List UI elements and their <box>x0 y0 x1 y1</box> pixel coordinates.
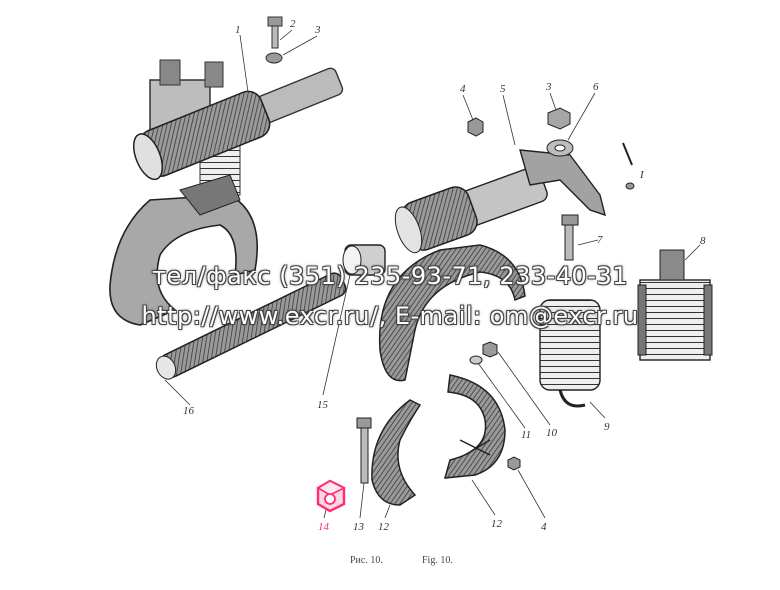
part-3-nut <box>547 107 571 130</box>
label-14: 14 <box>318 521 330 533</box>
label-12-right: 12 <box>491 518 503 530</box>
part-labels: 1 2 3 4 5 3 6 I 7 8 9 10 11 12 4 12 13 1… <box>183 18 706 533</box>
caption-ru: Рис. 10. <box>350 555 383 566</box>
label-4-top: 4 <box>460 83 466 95</box>
part-16-rod <box>155 272 347 380</box>
label-6: 6 <box>593 81 599 93</box>
label-13: 13 <box>353 521 365 533</box>
part-12-half-ring-left <box>371 399 422 506</box>
part-15-bushing <box>342 244 386 276</box>
label-12-left: 12 <box>378 521 390 533</box>
label-7: 7 <box>597 234 603 246</box>
leader-lines <box>164 29 701 519</box>
part-13-bolt <box>356 417 372 484</box>
part-3-nut-top <box>265 52 283 64</box>
watermark-web: http://www.excr.ru/, E-mail: om@excr.ru <box>141 302 639 330</box>
part-5-rod-fork <box>378 149 606 382</box>
label-10: 10 <box>546 427 558 439</box>
part-8-block <box>637 249 713 361</box>
label-16: 16 <box>183 405 195 417</box>
part-4-nut-bottom <box>507 456 521 471</box>
watermark-phone: тел/факс (351) 235-93-71, 233-40-31 <box>151 262 629 290</box>
label-4-bottom: 4 <box>541 521 547 533</box>
part-1-rod-assembly <box>109 59 344 326</box>
part-11-washer <box>469 355 483 365</box>
label-9: 9 <box>604 421 610 433</box>
part-4-nut-top <box>467 117 484 137</box>
caption-en: Fig. 10. <box>422 555 453 566</box>
label-8: 8 <box>700 235 706 247</box>
part-6-washer <box>546 139 574 157</box>
label-I: I <box>639 169 645 181</box>
label-5: 5 <box>500 83 506 95</box>
label-15: 15 <box>317 399 329 411</box>
part-2-bolt <box>267 16 283 49</box>
label-3: 3 <box>545 81 552 93</box>
part-I-pin <box>622 142 635 190</box>
part-9-spring <box>539 299 601 408</box>
label-2: 2 <box>290 18 296 30</box>
part-14-nut-highlighted <box>316 479 346 513</box>
part-7-bolt <box>561 214 579 261</box>
label-3-top: 3 <box>314 24 321 36</box>
label-11: 11 <box>521 429 531 441</box>
label-1: 1 <box>235 24 241 36</box>
part-10-nut <box>482 341 498 358</box>
part-12-half-ring-right <box>443 374 506 479</box>
